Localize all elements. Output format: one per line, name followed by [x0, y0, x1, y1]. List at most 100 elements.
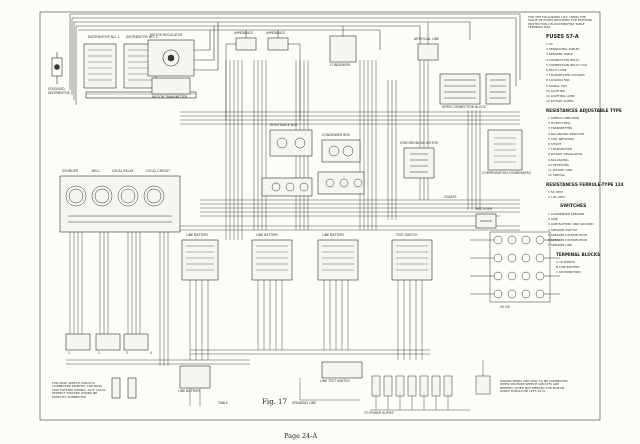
- label-local-relay: LOCAL RELAY: [112, 169, 134, 173]
- label-rectifier: RECTIFIER: [476, 207, 493, 211]
- terminal-grid: [470, 231, 560, 303]
- label-line-battery-1: LINE BATTERY: [186, 233, 209, 237]
- resistance-item: 7 TRANSMITTER: [548, 147, 572, 152]
- label-local-circuit: LOCAL CIRCUIT: [146, 169, 171, 173]
- top-unit-leads: [225, 22, 429, 120]
- resistance-item: 10 RECEIVING: [548, 162, 570, 167]
- motor-leads: [194, 22, 219, 71]
- relay-details: [271, 137, 428, 192]
- switch-item: 1 CONDENSER SPEAKER: [548, 212, 585, 216]
- fuse-item: 6 PILOT LAMP: [546, 68, 567, 73]
- fuse-item: 1 2A: [546, 42, 553, 46]
- label-impedance-1: IMPEDANCE: [234, 31, 253, 35]
- label-speaking-line: SPEAKING LINE: [292, 401, 317, 405]
- solenoid-distributor: [51, 52, 63, 84]
- fuse-item: 4 CONNECTION RELAY: [546, 57, 580, 62]
- resistance-item: 4 BALANCING RESISTOR: [548, 131, 585, 136]
- central-block-contacts: [186, 245, 428, 271]
- condenser-plates: [494, 137, 516, 163]
- label-line-battery-bl: LINE BATTERY: [178, 389, 201, 393]
- switch-item: 2 LINE: [548, 217, 558, 222]
- label-table: TABLE: [218, 401, 228, 405]
- label-condenser-box: CONDENSER BOX: [322, 133, 350, 137]
- terminal-item: C DISTRIBUTION: [556, 270, 581, 275]
- switches-title: SWITCHES: [560, 204, 587, 209]
- artificial-line-block: [439, 73, 511, 105]
- label-artificial-line: ARTIFICIAL LINE: [414, 37, 440, 41]
- central-lower-wiring: [189, 280, 430, 360]
- label-synchronous-motor: SYNCHRONOUS MOTOR: [400, 141, 438, 145]
- sheet-border: [39, 11, 601, 421]
- terminal-item: A 16 POINTS: [556, 260, 575, 264]
- switch-item: 7 SPEAKER LINE: [548, 243, 573, 248]
- resistance-item: 5 COIL NETWORK: [548, 136, 575, 141]
- label-distributor-2: DISTRIBUTOR NO. 2: [126, 35, 158, 39]
- label-compensation-condensers: COMPENSATION CONDENSERS: [482, 171, 531, 175]
- resistance-item: 2 OUTPUT REG.: [548, 121, 572, 126]
- resistances-adj-list: 1 SPEECH AMPLIFIER 2 OUTPUT REG. 3 TRANS…: [548, 116, 584, 178]
- switch-item: 5 SPEAKER DISTRIBUTION: [548, 232, 587, 237]
- ferrule-item: 2 10K OHM: [548, 195, 565, 200]
- fuse-item: 10 LIGHTING: [546, 88, 566, 93]
- central-switch-blocks: [181, 239, 433, 281]
- note-bottom-right: PIGEON WIRES ARE ONLY TO BE CONNECTED WH…: [500, 379, 568, 394]
- page-label: Page 24-A: [284, 432, 318, 440]
- label-line-battery-3: LINE BATTERY: [322, 233, 345, 237]
- fuse-item: 2 SEPARATING TABLES: [546, 47, 580, 52]
- terminal-blocks-list: A 16 POINTS B LINE BATTERY C DISTRIBUTIO…: [556, 260, 581, 276]
- terminal-item: B LINE BATTERY: [556, 265, 580, 270]
- resistances-adj-title: RESISTANCES ADJUSTABLE TYPE: [546, 108, 622, 113]
- label-num-1: 1: [68, 351, 71, 355]
- bottom-wiring: [299, 360, 484, 411]
- switch-item: 6 SPEAKER DISTRIBUTION: [548, 238, 587, 243]
- ferrule-item: 1 5K OHM: [548, 190, 563, 194]
- rectifier-unit: [475, 213, 497, 229]
- label-ceases: CEASES: [444, 195, 457, 199]
- bottom-fuse-strip: [371, 375, 491, 397]
- distributor-inner-lines: [88, 49, 152, 81]
- resistance-item: 8 ROTARY REGULATOR: [548, 152, 582, 157]
- note-bottom-left: FOR MALE SPEECH CIRCUITS CONNECTED PRINT…: [52, 381, 106, 399]
- lower-left-units: [65, 333, 211, 399]
- fuse-item: 11 LIGHTING LAMP: [546, 94, 575, 99]
- fuse-item: 8 COOLING FAN: [546, 78, 570, 83]
- distributor-blocks: [83, 43, 197, 99]
- fuse-item: 5 CONNECTION RELAY COIL: [546, 62, 588, 67]
- fuses-list: 1 2A 2 SEPARATING TABLES 3 SPEAKER TABLE…: [546, 42, 587, 104]
- resistance-item: 3 TRANSMITTER: [548, 126, 572, 131]
- label-num-3: 3: [126, 351, 129, 355]
- label-condenser-1: CONDENSER: [330, 63, 351, 67]
- label-sounder: SOUNDER: [62, 169, 78, 173]
- top-wire-bus: [69, 13, 521, 105]
- label-power-supply: TO POWER SUPPLY: [364, 411, 394, 415]
- meter-panel: [59, 175, 181, 233]
- label-line-test-switch: LINE TEST SWITCH: [320, 379, 350, 383]
- fuse-item: 7 TRANSMITTER COOLING: [546, 73, 585, 78]
- label-hz: 50 HZ: [500, 305, 510, 309]
- resistances-fer-list: 1 5K OHM 2 10K OHM: [548, 190, 565, 200]
- figure-caption: Fig. 17: [262, 398, 287, 406]
- resistance-item: 9 BALANCING: [548, 157, 569, 162]
- top-units: [235, 35, 439, 63]
- switch-item: 3 LINE BATTERY AND GROUND: [548, 222, 594, 227]
- label-num-2: 2: [98, 351, 101, 355]
- label-distributor-1: DISTRIBUTOR NO. 1: [88, 35, 120, 39]
- resistance-item: 1 SPEECH AMPLIFIER: [548, 116, 580, 120]
- line-test-switch: [321, 361, 363, 379]
- fuse-item: 3 SPEAKER TABLE: [546, 52, 573, 57]
- label-motor-transmitter: MOTOR TRANSMITTER: [152, 95, 188, 99]
- note-top-right: FOR THE FOLLOWING LIST, USING THE VALUE …: [528, 15, 592, 30]
- resistance-item: 12 SPECIAL: [548, 173, 566, 178]
- resistance-item: 11 ROTARY LINE: [548, 168, 573, 173]
- fuse-item: 9 SIGNAL FAN: [546, 83, 567, 88]
- label-inter-connection-block: INTER-CONNECTION BLOCK: [442, 105, 486, 109]
- meter-dials: [65, 185, 172, 223]
- label-resistance-box: RESISTANCE BOX: [270, 123, 298, 127]
- fuse-item: 12 ROTARY SUPPLY: [546, 99, 575, 104]
- label-num-4: 4: [150, 351, 153, 355]
- label-bell: BELL: [92, 169, 100, 173]
- terminal-blocks-title: TERMINAL BLOCKS: [556, 252, 601, 257]
- switch-item: 4 SPEAKER SWITCH: [548, 227, 578, 232]
